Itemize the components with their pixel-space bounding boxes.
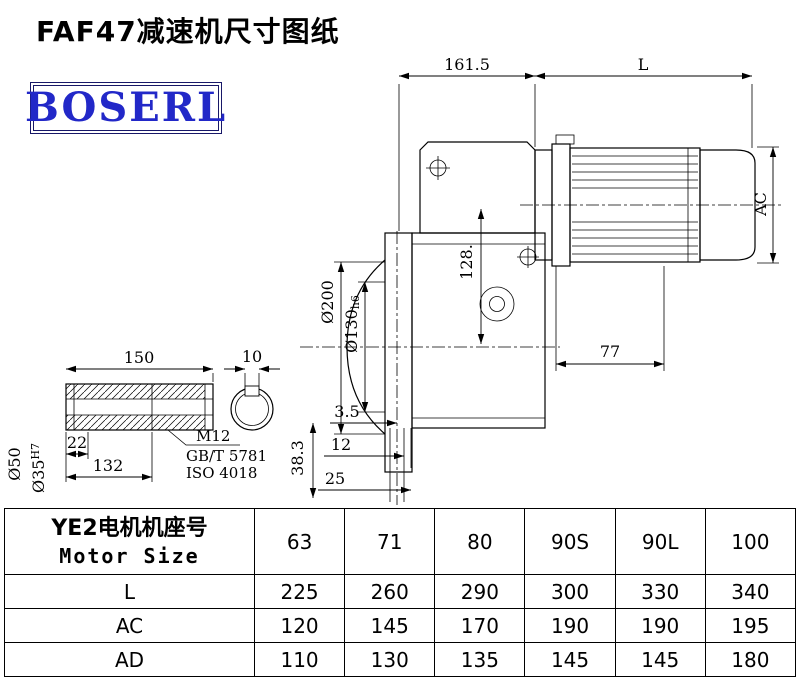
row-label: AC [4, 608, 255, 643]
dim-L-label: L [638, 55, 649, 74]
keyway [244, 385, 260, 397]
dim-AC-label: AC [751, 192, 770, 217]
page-title: FAF47减速机尺寸图纸 [36, 15, 340, 48]
motor-size-col-90l: 90L [614, 508, 706, 575]
bottom-stack-dimensions: 3.5 12 25 38.3 [288, 402, 412, 502]
value-cell: 120 [253, 608, 346, 643]
value-cell: 190 [614, 608, 706, 643]
dim-3-5-label: 3.5 [334, 402, 359, 421]
top-dimensions: 161.5 L [398, 55, 753, 231]
motor-size-table: YE2电机机座号 Motor Size 63 71 80 90S 90L 100… [4, 508, 797, 677]
shaft-end-view [230, 385, 274, 431]
value-cell: 170 [434, 608, 526, 643]
ac-dimension: AC [751, 146, 779, 264]
value-cell: 300 [524, 574, 616, 609]
motor-size-col-90s: 90S [524, 508, 616, 575]
motor-size-col-80: 80 [434, 508, 526, 575]
value-cell: 145 [524, 642, 616, 677]
dim-22-label: 22 [67, 433, 87, 452]
boserl-logo: BOSERL [25, 82, 225, 134]
dim-50-label: Ø50 [5, 447, 24, 480]
thread-gbt-label: GB/T 5781 [186, 447, 267, 465]
motor-outline [534, 134, 756, 267]
bolt-crosshair [426, 156, 450, 180]
table-row-L: L 225 260 290 300 330 340 [4, 574, 797, 609]
value-cell: 130 [344, 642, 436, 677]
value-cell: 330 [614, 574, 706, 609]
value-cell: 195 [704, 608, 797, 643]
bearing-boss [479, 286, 515, 322]
table-row-AD: AD 110 130 135 145 145 180 [4, 642, 797, 677]
dim-128-label: 128. [457, 244, 476, 280]
dim-25-label: 25 [325, 469, 345, 488]
dim-77: 77 [555, 266, 665, 371]
dim-10-label: 10 [242, 347, 262, 366]
dim-150-label: 150 [124, 348, 155, 367]
motor-size-col-71: 71 [344, 508, 436, 575]
value-cell: 145 [344, 608, 436, 643]
gearbox-outline [411, 141, 546, 429]
dim-77-label: 77 [600, 342, 620, 361]
thread-iso-label: ISO 4018 [186, 464, 257, 482]
value-cell: 145 [614, 642, 706, 677]
shaft-detail [65, 383, 274, 431]
value-cell: 110 [253, 642, 346, 677]
value-cell: 135 [434, 642, 526, 677]
dim-12-label: 12 [331, 435, 351, 454]
motor-size-header-cn: YE2电机机座号 [51, 516, 208, 542]
motor-size-header-en: Motor Size [59, 543, 200, 568]
value-cell: 340 [704, 574, 797, 609]
bolt-crosshair [517, 246, 539, 268]
shaft-dimensions: 150 10 22 132 Ø50 Ø35H7 M12 GB/T 5781 IS… [5, 347, 280, 493]
dimension-drawing: 161.5 L AC Ø200 Ø130h6 128. 77 3.5 [5, 55, 784, 505]
dim-38-3-label: 38.3 [288, 440, 307, 476]
dim-200-label: Ø200 [318, 280, 337, 324]
thread-m12-label: M12 [196, 427, 230, 445]
table-header-row: YE2电机机座号 Motor Size 63 71 80 90S 90L 100 [4, 508, 797, 575]
value-cell: 225 [253, 574, 346, 609]
value-cell: 290 [434, 574, 526, 609]
dim-35h7-label: Ø35H7 [29, 443, 48, 493]
row-label: AD [4, 642, 255, 677]
row-label: L [4, 574, 255, 609]
table-row-AC: AC 120 145 170 190 190 195 [4, 608, 797, 643]
value-cell: 180 [704, 642, 797, 677]
motor-size-col-63: 63 [253, 508, 346, 575]
dim-132-label: 132 [93, 456, 124, 475]
center-height-dimension: 128. [457, 209, 485, 344]
motor-size-header: YE2电机机座号 Motor Size [4, 508, 255, 575]
thread-leader [167, 429, 240, 446]
diameter-dimensions: Ø200 Ø130h6 [318, 261, 385, 435]
motor-fins [572, 155, 698, 255]
dim-161-label: 161.5 [444, 55, 490, 74]
dim-130-label: Ø130h6 [342, 295, 362, 353]
motor-size-col-100: 100 [704, 508, 797, 575]
value-cell: 260 [344, 574, 436, 609]
centerlines [300, 204, 784, 505]
value-cell: 190 [524, 608, 616, 643]
lifting-lug [555, 134, 575, 145]
boserl-logo-text: BOSERL [24, 84, 228, 131]
fan-cover [699, 149, 756, 261]
